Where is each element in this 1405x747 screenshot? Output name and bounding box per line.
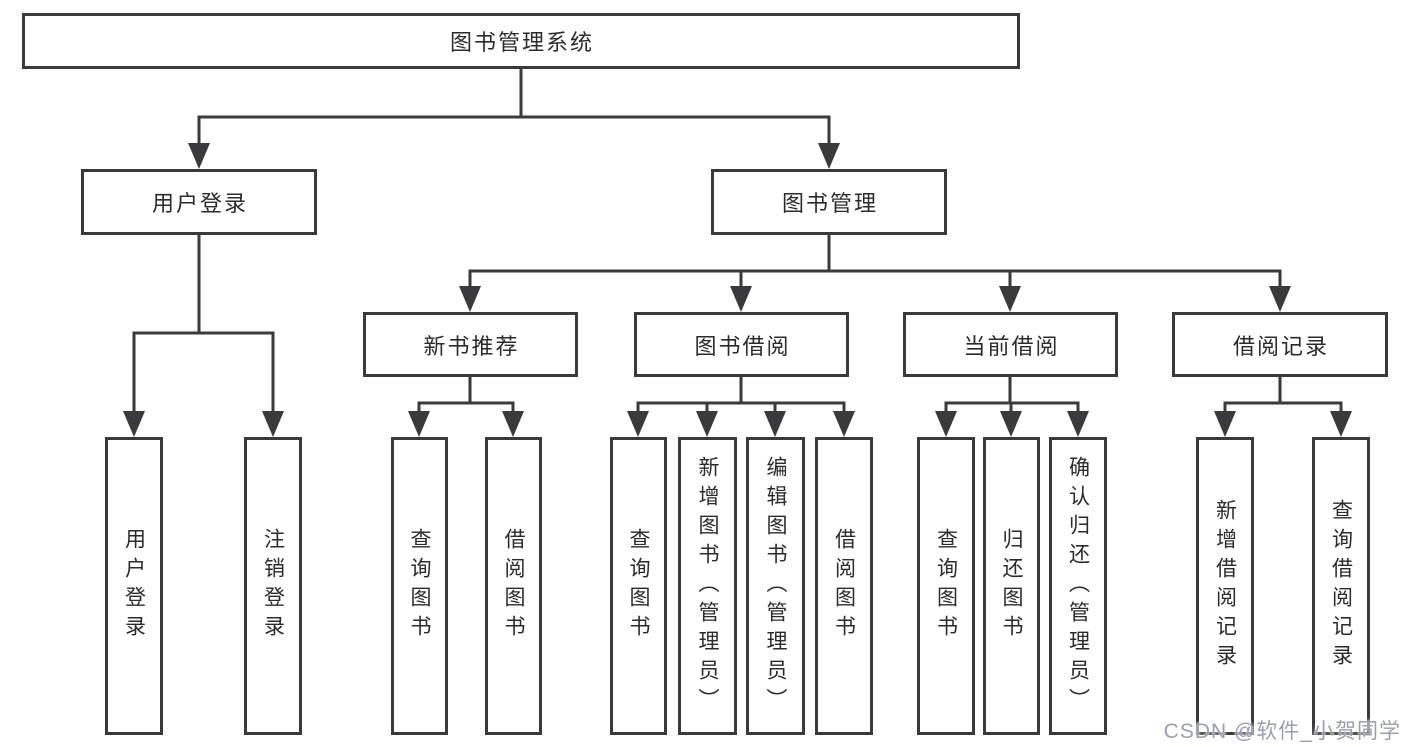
- leaf-borrow-books-borrowing: 借阅图书: [815, 437, 873, 735]
- arrowhead-icon: [833, 411, 855, 437]
- arrowhead-icon: [627, 411, 649, 437]
- leaf-add-books-admin: 新增图书（管理员）: [678, 437, 737, 735]
- node-label: 查询图书: [934, 528, 958, 644]
- arrowhead-icon: [1269, 286, 1291, 312]
- node-label: 查询图书: [408, 528, 431, 644]
- arrowhead-icon: [730, 286, 752, 312]
- node-label: 借阅图书: [832, 528, 856, 644]
- node-label: 图书管理: [781, 191, 878, 216]
- arrowhead-icon: [999, 286, 1021, 312]
- node-label: 当前借阅: [963, 333, 1060, 359]
- node-label: 注销登录: [261, 528, 285, 644]
- node-label: 用户登录: [122, 528, 146, 644]
- arrowhead-icon: [1330, 411, 1352, 437]
- node-label: 新增借阅记录: [1213, 499, 1237, 673]
- connector-line: [197, 115, 831, 146]
- csdn-watermark: CSDN @软件_小贺同学: [1163, 720, 1401, 743]
- node-book-management: 图书管理: [711, 169, 947, 235]
- node-label: 图书借阅: [694, 333, 791, 359]
- node-label: 借阅记录: [1232, 333, 1329, 359]
- node-label: 查询借阅记录: [1329, 499, 1353, 673]
- node-label: 新书推荐: [423, 333, 520, 359]
- node-label: 用户登录: [151, 191, 248, 216]
- arrowhead-icon: [764, 411, 786, 437]
- arrowhead-icon: [935, 411, 957, 437]
- leaf-edit-books-admin: 编辑图书（管理员）: [746, 437, 805, 735]
- leaf-query-books-borrowing: 查询图书: [610, 437, 667, 735]
- node-book-borrowing: 图书借阅: [634, 312, 849, 377]
- leaf-add-borrow-record: 新增借阅记录: [1196, 437, 1254, 735]
- node-label: 归还图书: [1000, 528, 1023, 644]
- leaf-query-books-current: 查询图书: [917, 437, 975, 735]
- arrowhead-icon: [696, 411, 718, 437]
- connector-line: [417, 401, 515, 414]
- leaf-query-books-recommend: 查询图书: [391, 437, 448, 735]
- leaf-user-login: 用户登录: [105, 437, 163, 735]
- leaf-query-borrow-record: 查询借阅记录: [1312, 437, 1370, 735]
- arrowhead-icon: [408, 411, 430, 437]
- leaf-logout: 注销登录: [244, 437, 302, 735]
- node-label: 确认归还（管理员）: [1066, 455, 1090, 717]
- leaf-confirm-return-admin: 确认归还（管理员）: [1049, 437, 1107, 735]
- arrowhead-icon: [502, 411, 524, 437]
- arrowhead-icon: [459, 286, 481, 312]
- arrowhead-icon: [188, 143, 210, 169]
- node-label: 借阅图书: [502, 528, 525, 644]
- arrowhead-icon: [123, 411, 145, 437]
- node-label: 新增图书（管理员）: [696, 455, 719, 717]
- arrowhead-icon: [1000, 411, 1022, 437]
- node-label: 编辑图书（管理员）: [764, 455, 787, 717]
- arrowhead-icon: [262, 411, 284, 437]
- connector-line: [636, 401, 846, 414]
- connector-line: [132, 331, 275, 414]
- node-label: 图书管理系统: [449, 30, 594, 55]
- node-borrowing-records: 借阅记录: [1172, 312, 1388, 377]
- connector-line: [1223, 401, 1343, 414]
- node-label: 查询图书: [627, 528, 650, 644]
- node-new-book-recommendation: 新书推荐: [363, 312, 578, 377]
- arrowhead-icon: [1067, 411, 1089, 437]
- node-user-login: 用户登录: [81, 169, 317, 235]
- leaf-borrow-books-recommend: 借阅图书: [485, 437, 542, 735]
- node-library-management-system: 图书管理系统: [22, 13, 1020, 69]
- connector-line: [468, 269, 1282, 290]
- node-current-borrowing: 当前借阅: [903, 312, 1118, 377]
- leaf-return-books: 归还图书: [983, 437, 1040, 735]
- arrowhead-icon: [818, 143, 840, 169]
- arrowhead-icon: [1214, 411, 1236, 437]
